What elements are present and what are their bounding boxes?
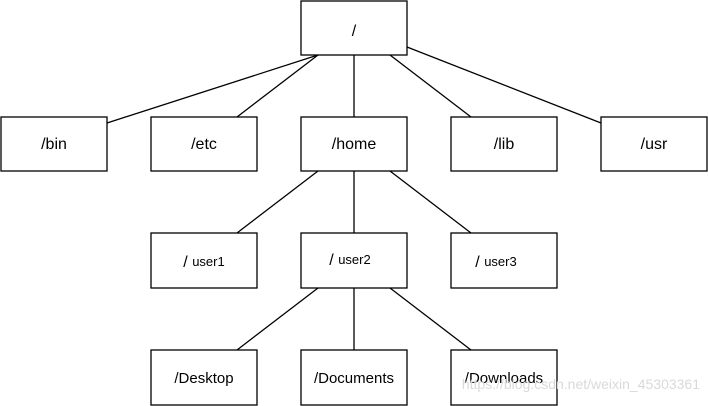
edge-home-user3 [389, 170, 472, 234]
node-user3: / user3 [450, 232, 558, 289]
node-root-label: / [352, 23, 357, 40]
node-user2: / user2 [300, 232, 408, 289]
node-home: /home [300, 116, 408, 172]
node-bin: /bin [0, 116, 108, 172]
node-user1: / user1 [150, 232, 258, 289]
edge-root-lib [389, 54, 472, 118]
node-documents-label: /Documents [314, 370, 394, 387]
edge-root-bin [106, 54, 319, 124]
node-documents-box [300, 349, 408, 406]
node-usr-label: /usr [641, 136, 668, 153]
node-downloads-label: /Downloads [465, 370, 543, 387]
node-lib-box [450, 116, 558, 172]
edge-user2-desktop [236, 287, 319, 351]
edge-root-usr [406, 46, 602, 124]
edge-root-etc [236, 54, 319, 118]
node-home-box [300, 116, 408, 172]
node-usr: /usr [600, 116, 708, 172]
node-home-label: /home [332, 136, 377, 153]
node-etc-box [150, 116, 258, 172]
node-user1-name: user1 [192, 254, 225, 269]
edge-user2-downloads [389, 287, 472, 351]
node-desktop-label: /Desktop [174, 370, 233, 387]
node-user3-label: / user3 [475, 254, 516, 271]
node-user3-name: user3 [484, 254, 517, 269]
tree-edges [106, 46, 602, 351]
node-lib-label: /lib [494, 136, 515, 153]
node-user2-name: user2 [338, 252, 371, 267]
node-user1-slash: / [183, 254, 188, 271]
node-user2-label: / user2 [329, 252, 370, 269]
node-root: / [300, 0, 408, 56]
node-etc-label: /etc [191, 136, 217, 153]
node-user3-box [450, 232, 558, 289]
node-lib: /lib [450, 116, 558, 172]
node-root-box [300, 0, 408, 56]
node-documents: /Documents [300, 349, 408, 406]
node-downloads-box [450, 349, 558, 406]
node-user1-box [150, 232, 258, 289]
node-bin-box [0, 116, 108, 172]
node-desktop-box [150, 349, 258, 406]
node-usr-box [600, 116, 708, 172]
node-user2-box [300, 232, 408, 289]
edge-home-user1 [236, 170, 319, 234]
node-bin-label: /bin [41, 136, 67, 153]
node-downloads: /Downloads [450, 349, 558, 406]
node-desktop: /Desktop [150, 349, 258, 406]
node-etc: /etc [150, 116, 258, 172]
node-user1-label: / user1 [183, 254, 224, 271]
node-user2-slash: / [329, 252, 334, 269]
node-user3-slash: / [475, 254, 480, 271]
